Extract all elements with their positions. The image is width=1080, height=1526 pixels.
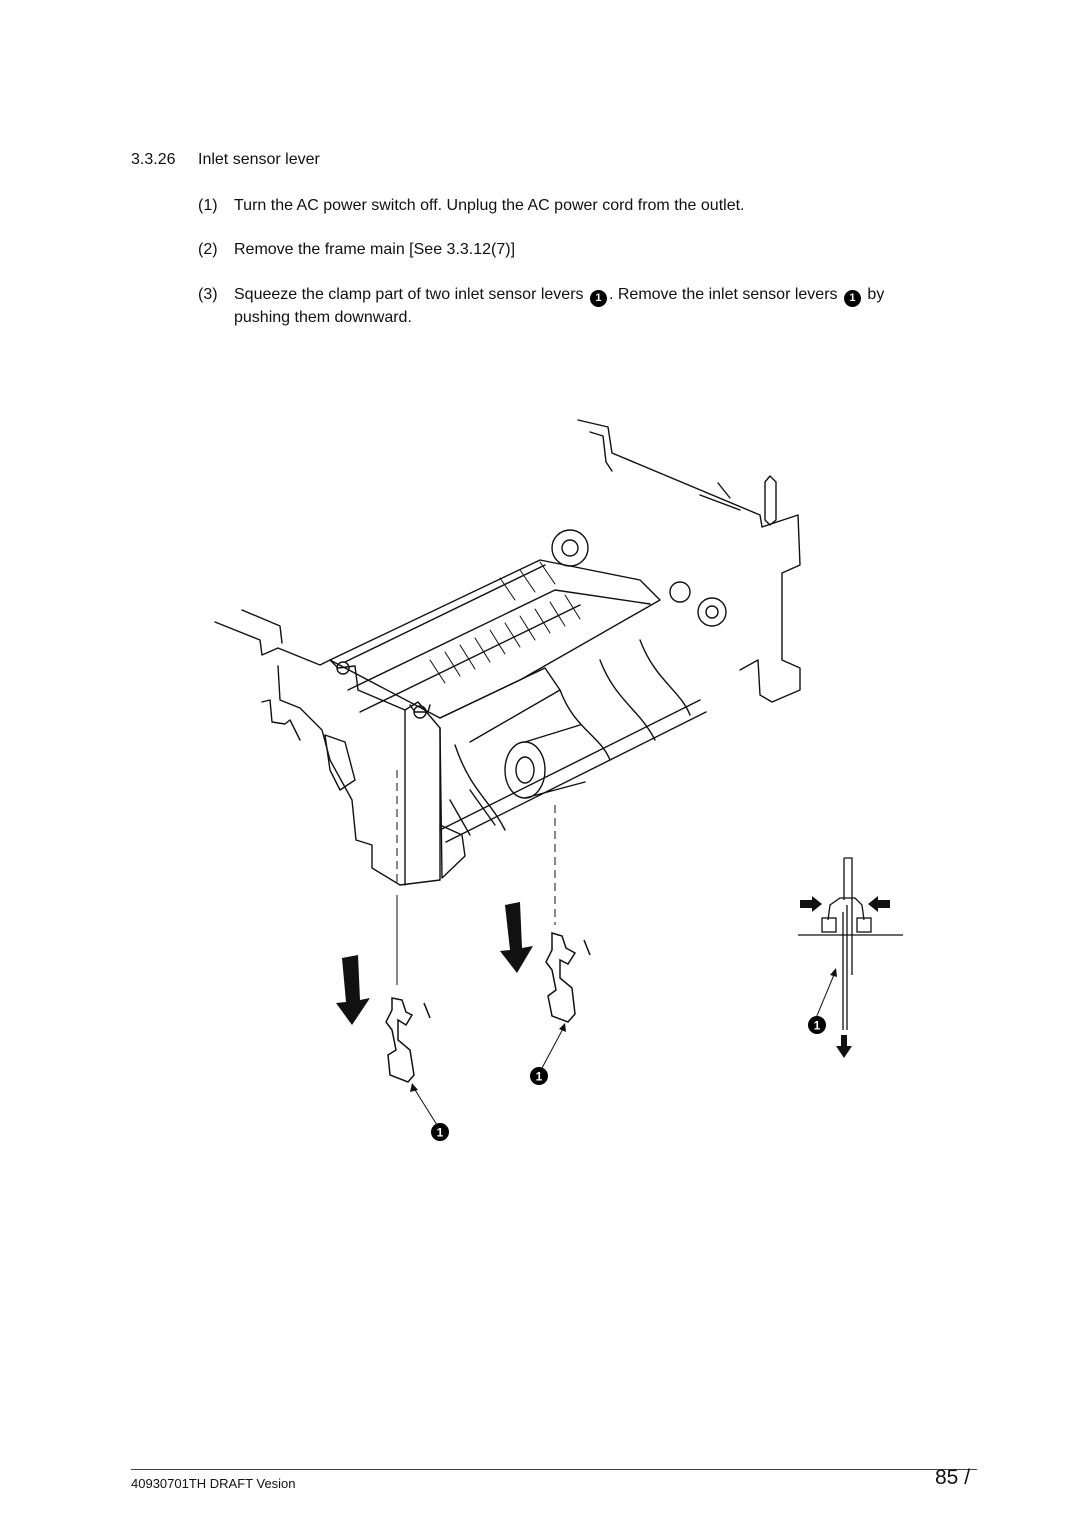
down-arrow-left — [336, 955, 370, 1025]
step-number: (1) — [198, 197, 218, 214]
callout-leaders — [411, 969, 837, 1126]
squeeze-arrows — [800, 896, 890, 912]
callout-1-right: 1 — [808, 1016, 826, 1034]
footer-doc-id: 40930701TH DRAFT Vesion — [131, 1476, 296, 1491]
callout-1-lower-left: 1 — [431, 1123, 449, 1141]
step-3: (3) Squeeze the clamp part of two inlet … — [198, 284, 968, 329]
frame-left-outline — [214, 621, 466, 879]
callout-1-middle: 1 — [530, 1067, 548, 1085]
feed-roller — [504, 741, 546, 799]
svg-text:1: 1 — [814, 1019, 821, 1033]
frame-back-outline — [577, 419, 801, 703]
footer-page-number: 85 / — [935, 1466, 971, 1489]
detail-inset — [798, 857, 903, 1030]
callout-badge: 1 — [843, 290, 861, 307]
step-2: (2) Remove the frame main [See 3.3.12(7)… — [198, 239, 968, 261]
step-text-part: . Remove the inlet sensor levers — [608, 286, 838, 303]
step-text: Turn the AC power switch off. Unplug the… — [234, 197, 745, 214]
left-clip — [324, 734, 356, 791]
footer-rule — [131, 1469, 977, 1470]
step-text: Remove the frame main [See 3.3.12(7)] — [234, 241, 516, 258]
step-1: (1) Turn the AC power switch off. Unplug… — [198, 195, 968, 217]
lever-part-left — [385, 997, 431, 1083]
step-number: (3) — [198, 286, 218, 303]
step-text-part: pushing them downward. — [234, 309, 412, 326]
down-arrow-small — [836, 1035, 852, 1058]
section-heading: 3.3.26 Inlet sensor lever — [131, 151, 320, 169]
down-arrow-middle — [500, 902, 533, 973]
lever-part-middle — [545, 931, 591, 1023]
step-text-part: Squeeze the clamp part of two inlet sens… — [234, 286, 584, 303]
section-number: 3.3.26 — [131, 151, 176, 168]
frame-back-inner — [589, 431, 613, 472]
section-title: Inlet sensor lever — [198, 151, 320, 168]
gear-right — [697, 597, 727, 627]
lever-cams — [454, 639, 691, 831]
frame-post — [764, 475, 777, 526]
callout-badge: 1 — [589, 290, 607, 307]
svg-text:1: 1 — [437, 1126, 444, 1140]
roller-ribs — [429, 561, 581, 684]
roller-body — [329, 559, 661, 719]
step-text-part: by — [867, 286, 885, 303]
svg-text:1: 1 — [536, 1070, 543, 1084]
step-number: (2) — [198, 241, 218, 258]
guide-lines — [396, 770, 556, 925]
step-text: Squeeze the clamp part of two inlet sens… — [234, 284, 968, 329]
gear-top — [551, 529, 589, 567]
